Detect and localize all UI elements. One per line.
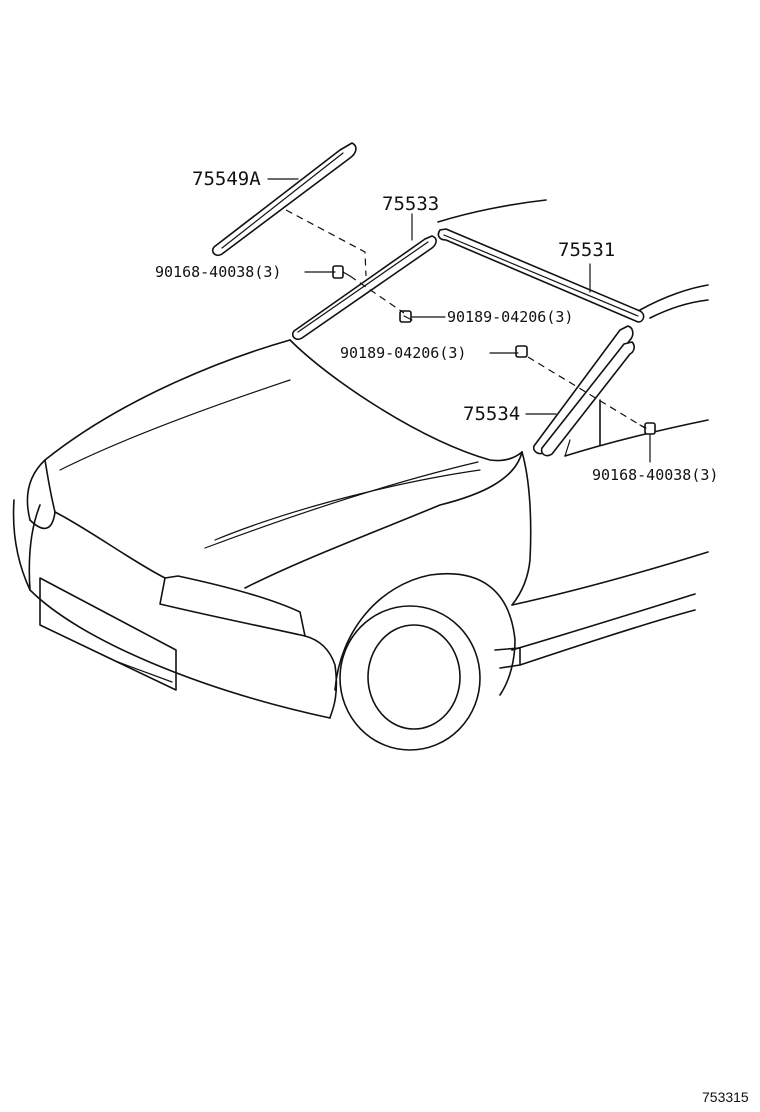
clip-icon-3 (515, 345, 528, 358)
car-outline (12, 199, 709, 751)
part-label-75533: 75533 (382, 193, 440, 215)
part-label-75534: 75534 (463, 403, 521, 425)
part-75549a (211, 142, 357, 257)
part-75533 (291, 235, 437, 341)
figure-reference-id: 753315 (702, 1089, 749, 1105)
installation-lines (285, 209, 646, 429)
clip-label-4: 90168-40038(3) (592, 466, 719, 484)
clip-label-1: 90168-40038(3) (155, 263, 282, 281)
leader-lines (267, 178, 651, 463)
part-label-75531: 75531 (558, 239, 616, 261)
clip-icon-4 (639, 422, 656, 435)
part-75531 (437, 228, 645, 323)
part-label-75549a: 75549A (192, 168, 261, 190)
clip-label-3: 90189-04206(3) (340, 344, 467, 362)
clip-label-2: 90189-04206(3) (447, 308, 574, 326)
clip-icon-2 (399, 310, 413, 323)
clip-icon-1 (332, 265, 351, 279)
part-75534 (532, 325, 635, 457)
